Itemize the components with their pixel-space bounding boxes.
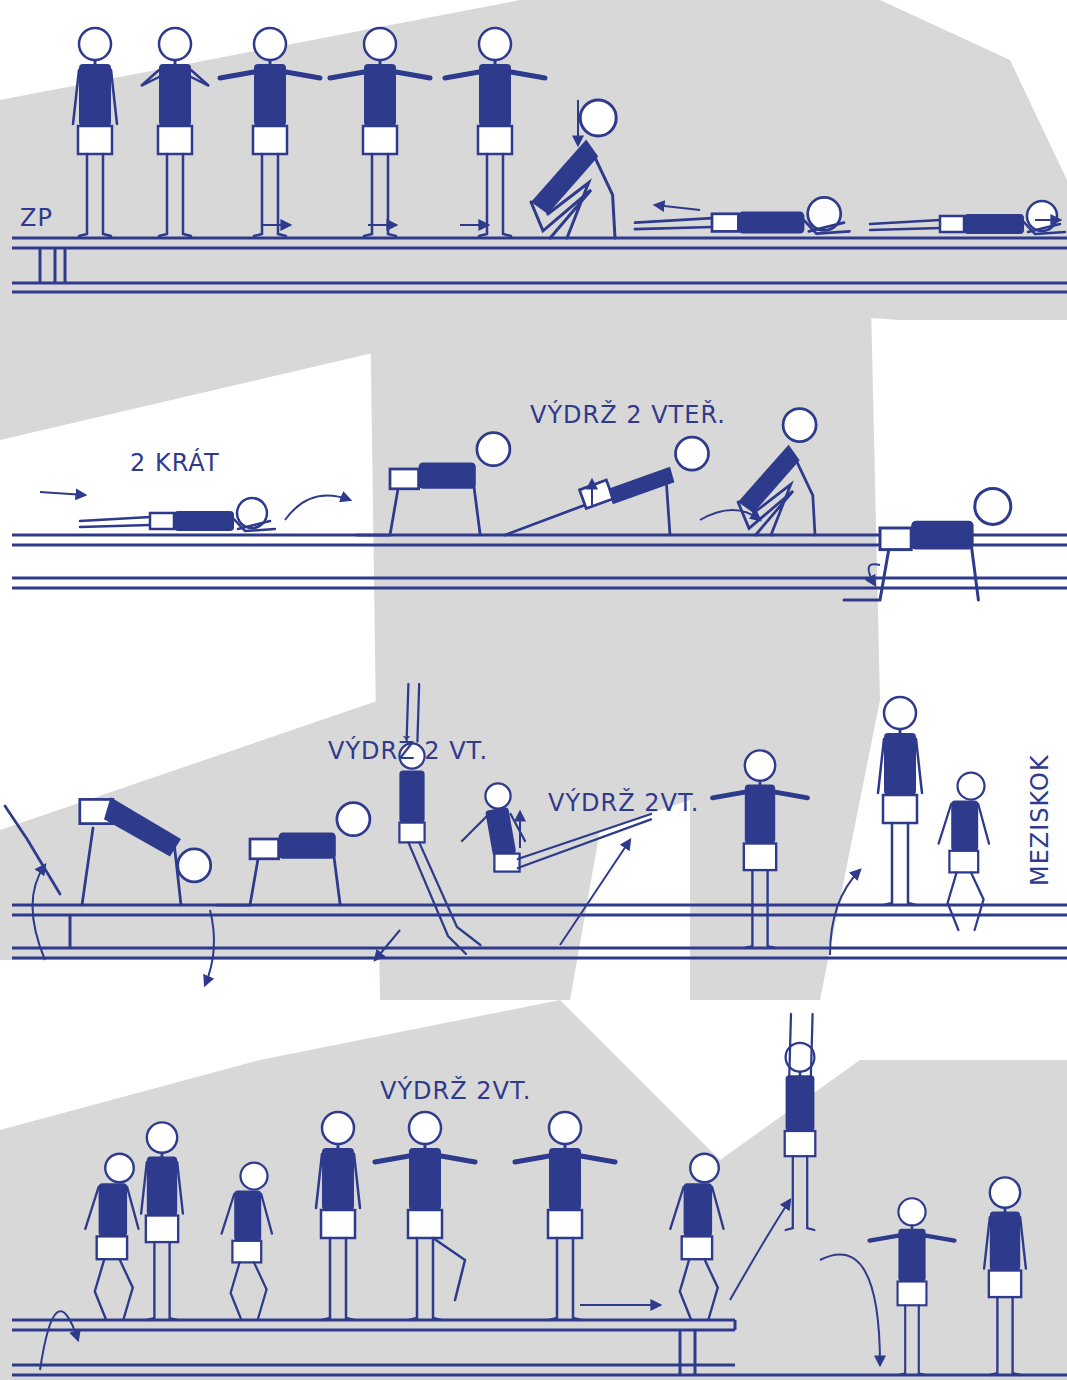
movement-arrow [33,100,1061,1370]
bench [12,238,1067,1375]
exercise-note: VÝDRŽ 2VT. [548,790,699,816]
exercise-note: VÝDRŽ 2 VT. [328,738,488,764]
exercise-note: MEZISKOK [1027,754,1053,886]
gymnast-figure [5,28,1065,1375]
exercise-note: VÝDRŽ 2VT. [380,1078,531,1104]
exercise-note: VÝDRŽ 2 VTEŘ. [530,402,726,428]
exercise-note: ZP [20,205,53,231]
exercise-note: 2 KRÁT [130,450,220,476]
